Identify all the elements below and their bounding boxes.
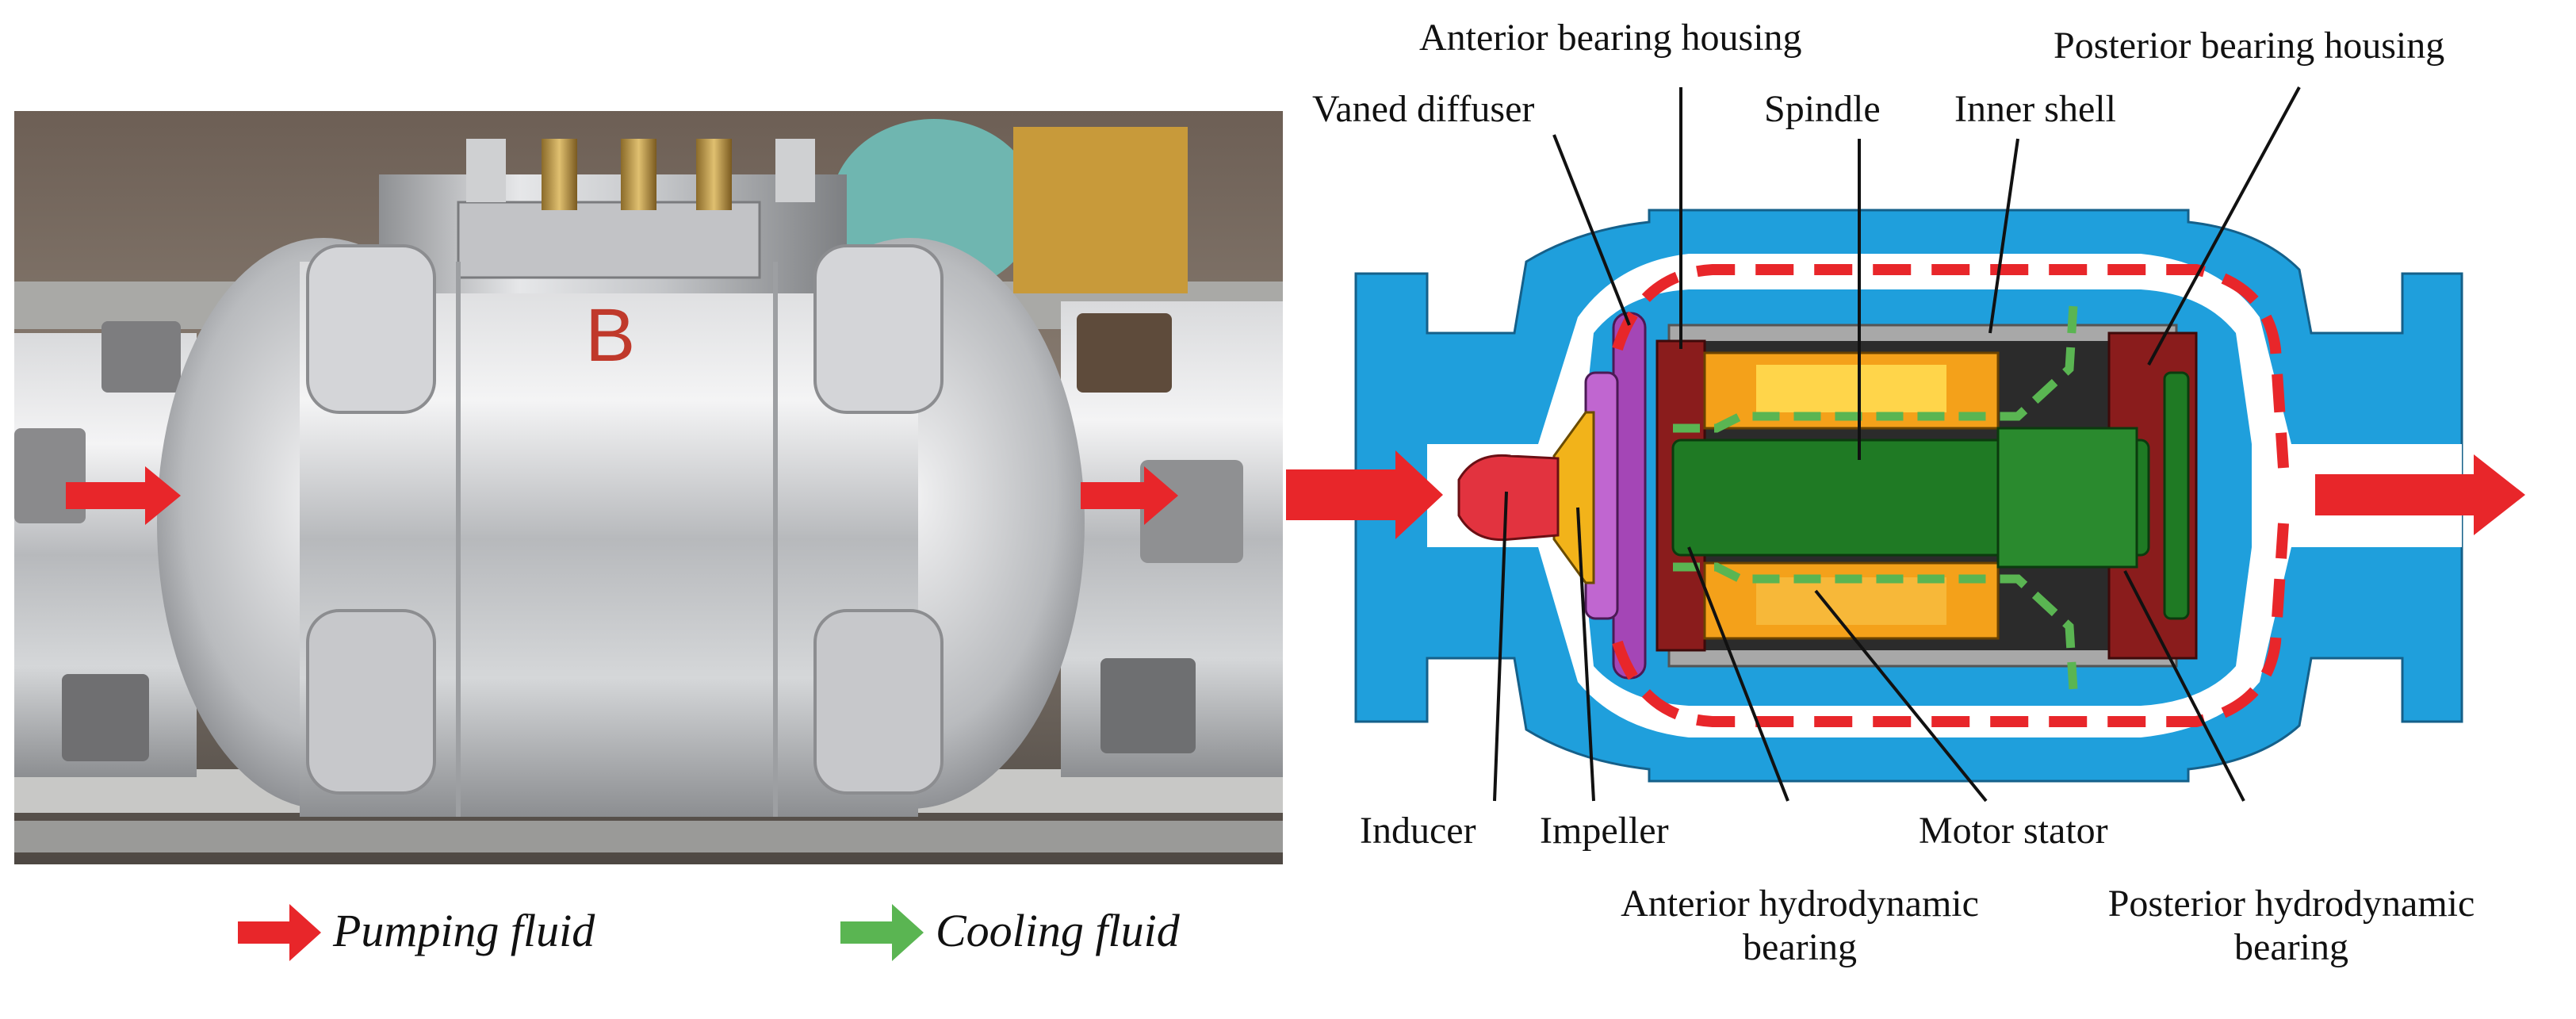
label-impeller: Impeller [1540, 810, 1669, 852]
top-inner-plate [457, 201, 761, 279]
leader-lines [1493, 86, 2301, 803]
boss-left-top [306, 244, 436, 414]
leader-inducer [1493, 491, 1508, 802]
legend-pumping-arrow [238, 904, 321, 961]
label-spindle: Spindle [1764, 88, 1881, 130]
photo-inlet-arrow [66, 466, 181, 525]
leader-vaned-diffuser [1552, 134, 1631, 326]
left-nut-top [101, 321, 181, 393]
motor-stator-bottom-winding [1756, 577, 1946, 625]
thrust-disc [2163, 371, 2190, 620]
pumping-flow-path [1612, 264, 2289, 727]
fitting-3 [621, 139, 656, 210]
background-box [1013, 127, 1188, 293]
motor-stator-top-winding [1756, 365, 1946, 412]
housing-marking: B [585, 293, 635, 377]
rail-bottom-2 [14, 821, 1283, 852]
leader-motor-stator [1814, 589, 1988, 803]
right-nut-top [1077, 313, 1172, 393]
boss-right-top [813, 244, 944, 414]
photo-outlet-arrow [1081, 466, 1178, 525]
legend-cooling-label: Cooling fluid [936, 905, 1180, 956]
label-anterior-hydrodynamic-bearing: Anterior hydrodynamic bearing [1621, 883, 1979, 969]
boss-right-bottom [813, 609, 944, 795]
label-inner-shell: Inner shell [1954, 88, 2116, 130]
cooling-flow-bottom [1673, 562, 2078, 691]
outlet-flow-arrow [2315, 454, 2525, 535]
inducer-shape [1457, 454, 1560, 542]
fitting-2 [542, 139, 577, 210]
leader-anterior-hydrodynamic-bearing [1687, 546, 1789, 802]
leader-inner-shell [1988, 138, 2019, 334]
leader-impeller [1576, 507, 1595, 802]
left-nut-bottom [62, 674, 149, 761]
leader-posterior-hydrodynamic-bearing [2123, 570, 2245, 802]
label-anterior-bearing-housing: Anterior bearing housing [1419, 17, 1802, 59]
spindle-rotor [1996, 427, 2138, 569]
pump-photograph: B [14, 111, 1283, 864]
cooling-flow-path [1673, 305, 2078, 691]
cooling-flow-top [1673, 305, 2078, 433]
fitting-4 [696, 139, 732, 210]
label-motor-stator: Motor stator [1919, 810, 2108, 852]
label-posterior-hydrodynamic-bearing: Posterior hydrodynamic bearing [2107, 883, 2475, 969]
label-posterior-bearing-housing: Posterior bearing housing [2054, 25, 2445, 67]
pumping-flow-bottom [1612, 523, 2289, 727]
label-vaned-diffuser: Vaned diffuser [1312, 88, 1535, 130]
fitting-5 [775, 139, 815, 202]
legend-pumping-label: Pumping fluid [333, 905, 595, 956]
pumping-flow-top [1612, 264, 2289, 469]
label-inducer: Inducer [1360, 810, 1476, 852]
inlet-flow-arrow [1286, 450, 1443, 539]
impeller-shape [1552, 411, 1595, 584]
right-nut-bottom [1100, 658, 1196, 753]
leader-posterior-bearing-housing [2147, 86, 2301, 366]
boss-left-bottom [306, 609, 436, 795]
legend-cooling-arrow [840, 904, 924, 961]
fitting-1 [466, 139, 506, 202]
